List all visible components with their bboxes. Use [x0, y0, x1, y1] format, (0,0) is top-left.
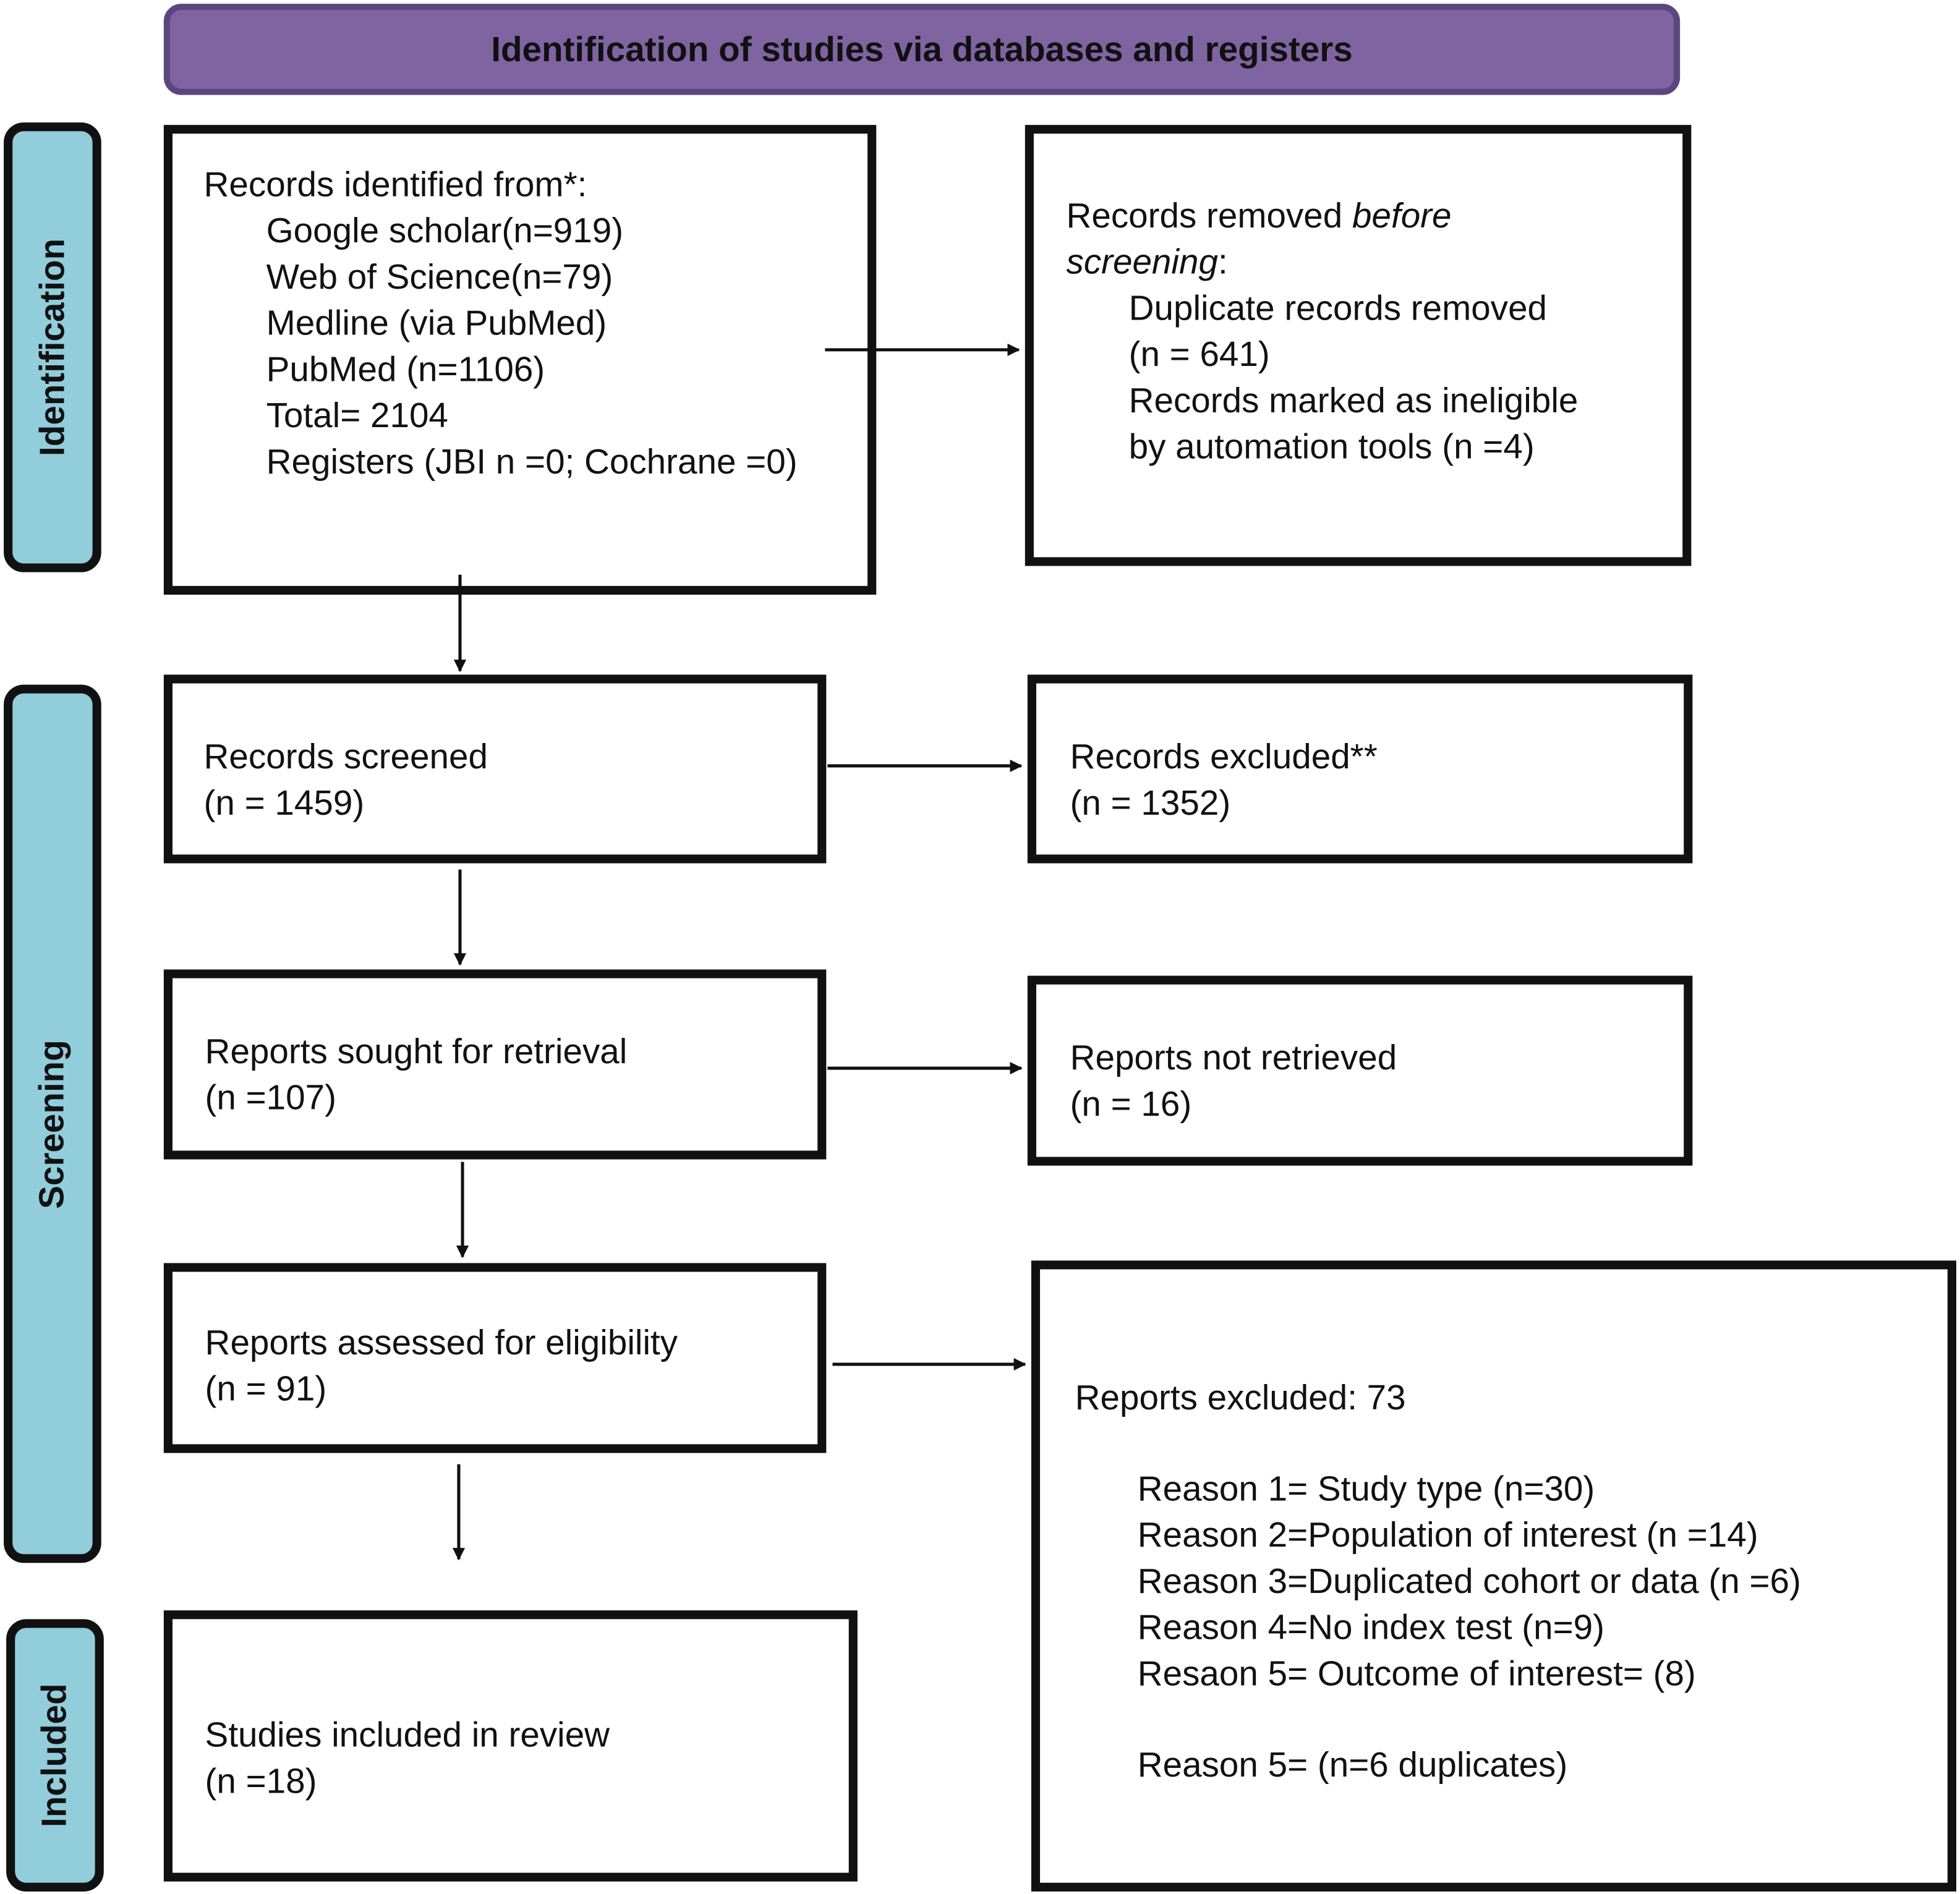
- records-removed-box: Records removed before screening: Duplic…: [1025, 125, 1692, 566]
- exclusion-reason-extra: Reason 5= (n=6 duplicates): [1137, 1745, 1568, 1785]
- stage-identification: Identification: [4, 122, 101, 572]
- reports-excluded-box: Reports excluded: 73 Reason 1= Study typ…: [1031, 1260, 1956, 1892]
- exclusion-reason: Reason 2=Population of interest (n =14): [1137, 1515, 1758, 1555]
- records-identified-heading: Records identified from*:: [203, 164, 587, 204]
- removed-item: Records marked as ineligible: [1128, 381, 1579, 420]
- reports-not-retrieved-label: Reports not retrieved: [1070, 1038, 1397, 1077]
- records-excluded-box: Records excluded** (n = 1352): [1027, 674, 1693, 864]
- stage-included: Included: [6, 1619, 104, 1892]
- source-item: Web of Science(n=79): [266, 257, 613, 297]
- reports-excluded-heading: Reports excluded: 73: [1075, 1378, 1406, 1417]
- header-banner: Identification of studies via databases …: [163, 4, 1681, 95]
- reports-assessed-count: (n = 91): [205, 1369, 327, 1408]
- records-removed-heading: Records removed before: [1067, 192, 1683, 239]
- stage-screening: Screening: [4, 684, 101, 1563]
- studies-included-box: Studies included in review (n =18): [163, 1610, 858, 1882]
- source-item: Google scholar(n=919): [266, 211, 624, 250]
- studies-included-label: Studies included in review: [205, 1715, 610, 1754]
- reports-sought-label: Reports sought for retrieval: [205, 1032, 628, 1071]
- exclusion-reason: Resaon 5= Outcome of interest= (8): [1137, 1654, 1696, 1693]
- records-screened-box: Records screened (n = 1459): [163, 674, 827, 864]
- source-item: PubMed (n=1106): [266, 349, 545, 389]
- reports-assessed-box: Reports assessed for eligibility (n = 91…: [163, 1263, 827, 1453]
- exclusion-reason: Reason 3=Duplicated cohort or data (n =6…: [1137, 1561, 1801, 1601]
- source-item: Registers (JBI n =0; Cochrane =0): [266, 442, 798, 482]
- records-excluded-count: (n = 1352): [1070, 783, 1231, 822]
- heading-italic-before: before: [1352, 196, 1452, 235]
- reports-assessed-label: Reports assessed for eligibility: [205, 1323, 678, 1362]
- records-excluded-label: Records excluded**: [1070, 737, 1378, 776]
- heading-text: Records removed: [1066, 196, 1353, 235]
- source-item: Total= 2104: [266, 396, 448, 435]
- removed-item: by automation tools (n =4): [1128, 427, 1535, 466]
- exclusion-reason: Reason 1= Study type (n=30): [1137, 1469, 1595, 1508]
- reports-sought-count: (n =107): [205, 1078, 336, 1117]
- exclusion-reason: Reason 4=No index test (n=9): [1137, 1608, 1604, 1647]
- removed-item: (n = 641): [1128, 334, 1270, 374]
- heading-colon: :: [1217, 242, 1228, 281]
- source-item: Medline (via PubMed): [266, 304, 607, 342]
- reports-sought-box: Reports sought for retrieval (n =107): [163, 969, 827, 1160]
- removed-item: Duplicate records removed: [1128, 288, 1548, 328]
- heading-italic-screening: screening: [1066, 242, 1218, 281]
- header-title: Identification of studies via databases …: [491, 29, 1353, 69]
- reports-not-retrieved-box: Reports not retrieved (n = 16): [1027, 975, 1693, 1166]
- records-removed-heading-2: screening:: [1067, 239, 1683, 285]
- reports-not-retrieved-count: (n = 16): [1070, 1084, 1192, 1123]
- records-identified-box: Records identified from*: Google scholar…: [163, 125, 877, 595]
- records-screened-label: Records screened: [203, 737, 488, 776]
- records-screened-count: (n = 1459): [203, 783, 365, 822]
- studies-included-count: (n =18): [205, 1761, 317, 1801]
